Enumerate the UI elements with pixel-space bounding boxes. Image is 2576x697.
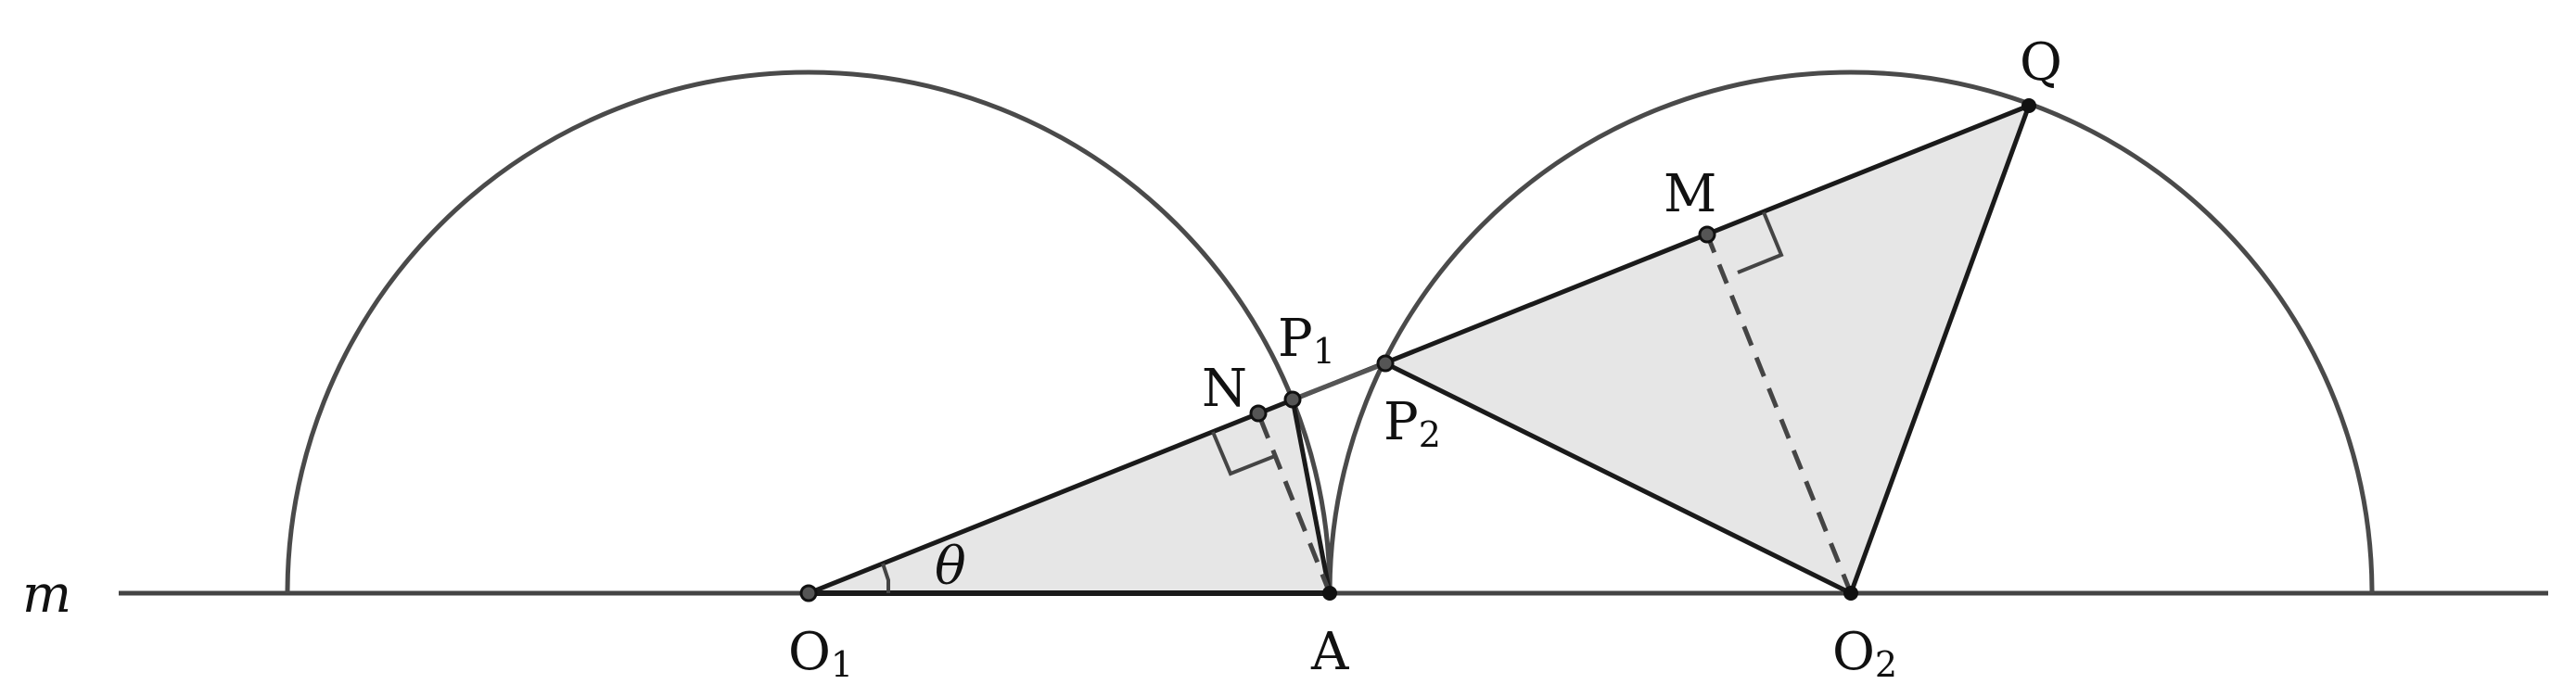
triangle-p2-o2-q [1385,106,2029,593]
label-o1: O1 [788,622,853,685]
point-a [1322,586,1337,601]
point-p2 [1376,354,1395,373]
right-angle-marker-n [1211,431,1276,476]
semicircle-right [1327,70,2375,594]
point-o1 [799,584,818,602]
line-o1-q [808,103,2030,596]
semicircle-left [285,70,1333,594]
label-q: Q [2020,32,2062,93]
label-p2: P2 [1384,392,1441,455]
segment-p2-o2 [1384,361,1853,596]
right-angle-marker-m [1737,211,1784,274]
angle-marker-theta [881,563,890,593]
segment-p1-p2 [1292,361,1386,402]
point-p1 [1283,390,1302,409]
label-n: N [1202,359,1247,419]
segment-a-p1 [1290,399,1333,594]
segment-o2-q [1848,105,2032,594]
label-m: M [1664,164,1716,224]
label-a: A [1310,622,1349,682]
triangle-o1-a-p1 [809,399,1330,593]
point-m [1698,225,1716,244]
point-o2 [1843,586,1858,601]
label-line-m: m [22,564,71,625]
point-n [1249,404,1268,423]
label-p1: P1 [1278,309,1335,372]
label-o2: O2 [1832,622,1897,685]
point-q [2021,98,2036,113]
label-theta: θ [935,537,966,597]
